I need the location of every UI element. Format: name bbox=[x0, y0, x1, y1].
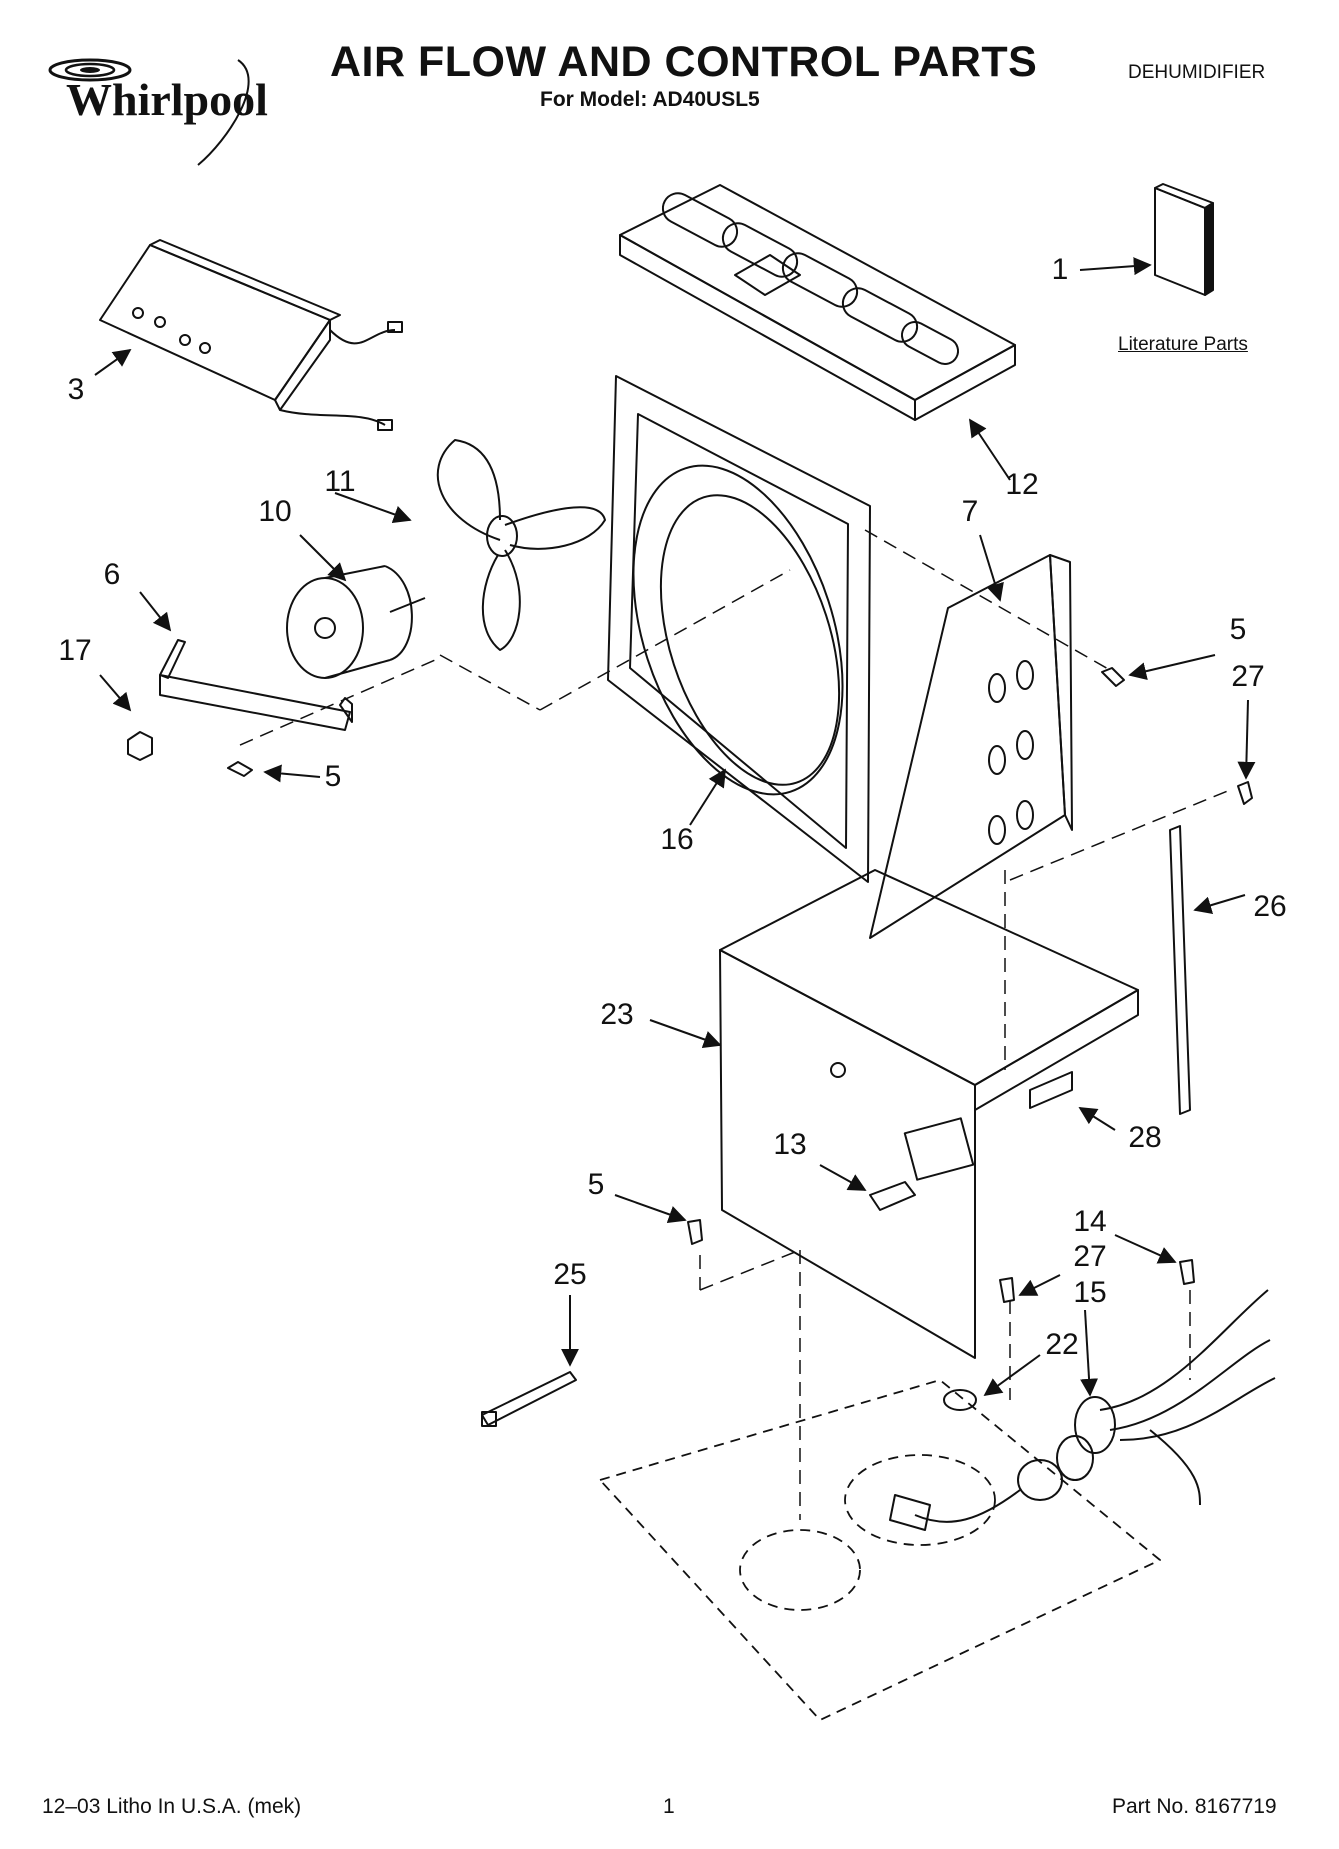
fan-motor-part bbox=[286, 565, 426, 679]
top-grille-part bbox=[619, 184, 1016, 421]
cable-tie-part bbox=[481, 1371, 577, 1427]
literature-parts-label: Literature Parts bbox=[1118, 334, 1248, 355]
callout-12: 12 bbox=[1005, 468, 1039, 501]
callout-5-left: 5 bbox=[324, 760, 342, 793]
motor-bracket-part bbox=[159, 639, 353, 731]
foam-pad-part bbox=[1029, 1071, 1073, 1109]
callout-14: 14 bbox=[1073, 1205, 1107, 1238]
callout-26: 26 bbox=[1253, 890, 1287, 923]
power-cord-part bbox=[889, 1289, 1276, 1531]
callout-5-right: 5 bbox=[1229, 613, 1247, 646]
callout-25: 25 bbox=[553, 1258, 587, 1291]
callout-23: 23 bbox=[600, 998, 634, 1031]
cabinet-shell-part bbox=[719, 869, 1139, 1359]
callout-3: 3 bbox=[67, 373, 85, 406]
product-category: DEHUMIDIFIER bbox=[1128, 62, 1266, 83]
callout-17: 17 bbox=[58, 634, 92, 667]
screw-parts bbox=[227, 667, 1253, 1303]
callout-22: 22 bbox=[1045, 1328, 1079, 1361]
whirlpool-logo: Whirlpool bbox=[28, 40, 278, 170]
base-pan-outline bbox=[599, 1379, 1161, 1721]
footer-print-info: 12–03 Litho In U.S.A. (mek) bbox=[42, 1795, 302, 1818]
switch-part bbox=[869, 1181, 916, 1211]
callout-1: 1 bbox=[1051, 253, 1069, 286]
brand-wordmark: Whirlpool bbox=[66, 74, 268, 125]
callout-leader-arrows bbox=[94, 257, 1256, 1397]
literature-book-part bbox=[1154, 183, 1214, 296]
control-panel-part bbox=[99, 239, 403, 431]
callout-6: 6 bbox=[103, 558, 121, 591]
callout-13: 13 bbox=[773, 1128, 807, 1161]
callout-28: 28 bbox=[1128, 1121, 1162, 1154]
callout-10: 10 bbox=[258, 495, 292, 528]
page-title: AIR FLOW AND CONTROL PARTS bbox=[330, 38, 1038, 86]
fan-blade-part bbox=[436, 439, 606, 651]
hex-nut-part bbox=[127, 731, 153, 761]
callout-5-lower: 5 bbox=[587, 1168, 605, 1201]
footer-page-number: 1 bbox=[663, 1795, 675, 1818]
callout-7: 7 bbox=[961, 495, 979, 528]
side-plate-part bbox=[869, 554, 1073, 939]
callout-27-upper: 27 bbox=[1231, 660, 1265, 693]
callout-11: 11 bbox=[324, 465, 356, 498]
callout-16: 16 bbox=[660, 823, 694, 856]
vertical-bar-part bbox=[1169, 825, 1191, 1115]
callout-15: 15 bbox=[1073, 1276, 1107, 1309]
callout-27-lower: 27 bbox=[1073, 1240, 1107, 1273]
model-subtitle: For Model: AD40USL5 bbox=[540, 88, 760, 111]
cord-clip-part bbox=[943, 1389, 977, 1411]
front-frame-part bbox=[607, 375, 871, 883]
assembly-center-lines bbox=[239, 529, 1231, 1520]
footer-part-number: Part No. 8167719 bbox=[1112, 1795, 1277, 1818]
